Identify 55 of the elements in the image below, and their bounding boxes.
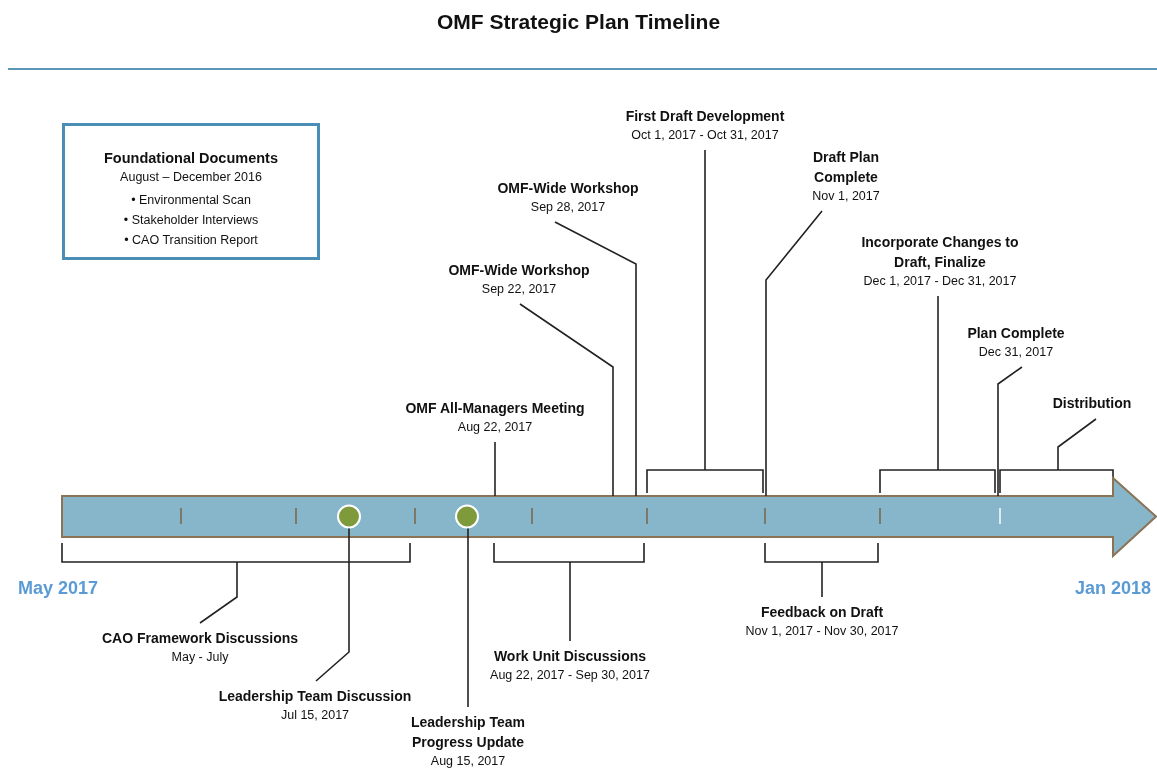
box-heading: Foundational Documents [103, 149, 279, 168]
event-title: Work Unit Discussions [492, 647, 648, 666]
bracket [999, 469, 1114, 494]
event-title: Draft Plan Complete [811, 148, 881, 187]
event-date: Dec 31, 2017 [977, 344, 1055, 361]
diagram-title: OMF Strategic Plan Timeline [435, 10, 722, 34]
event-title: Incorporate Changes to Draft, Finalize [860, 233, 1020, 272]
axis-date-label: Jan 2018 [1075, 578, 1152, 599]
event-title: Leadership Team Progress Update [409, 713, 527, 752]
bracket [493, 542, 645, 563]
leader-line [519, 303, 614, 497]
bracket [764, 542, 879, 563]
event-date: Sep 28, 2017 [529, 199, 607, 216]
event-title: OMF All-Managers Meeting [404, 399, 586, 418]
event-date: Sep 22, 2017 [480, 281, 558, 298]
event-date: Aug 15, 2017 [429, 753, 507, 770]
timeline-arrow [61, 475, 1157, 559]
event-date: Dec 1, 2017 - Dec 31, 2017 [862, 273, 1018, 290]
leader-line [199, 561, 238, 624]
event-title: Distribution [1051, 394, 1133, 413]
bracket [646, 469, 764, 494]
event-date: May - July [170, 649, 230, 666]
leader-line [494, 441, 496, 497]
event-title: Leadership Team Discussion [217, 687, 413, 706]
event-title: Feedback on Draft [759, 603, 885, 622]
bracket [879, 469, 996, 494]
event-title: CAO Framework Discussions [100, 629, 300, 648]
axis-date-label: May 2017 [18, 578, 99, 599]
date-range: August – December 2016 [119, 169, 263, 186]
event-date: Oct 1, 2017 - Oct 31, 2017 [630, 127, 780, 144]
leader-line [315, 527, 350, 682]
event-title: First Draft Development [624, 107, 786, 126]
leader-line [467, 527, 469, 708]
leader-line [1057, 418, 1097, 471]
info-box [62, 123, 320, 260]
bracket [61, 542, 411, 563]
event-date: Aug 22, 2017 - Sep 30, 2017 [489, 667, 651, 684]
leader-line [821, 561, 823, 598]
leader-line [704, 149, 706, 471]
event-date: Aug 22, 2017 [456, 419, 534, 436]
list-item: • Stakeholder Interviews [122, 212, 260, 229]
leader-line [997, 366, 1023, 497]
milestone-dot [337, 504, 361, 529]
event-date: Nov 1, 2017 [811, 188, 881, 205]
event-title: OMF-Wide Workshop [496, 179, 640, 198]
leader-line [569, 561, 571, 642]
event-date: Nov 1, 2017 - Nov 30, 2017 [744, 623, 900, 640]
event-title: OMF-Wide Workshop [447, 261, 591, 280]
milestone-dot [455, 504, 479, 529]
list-item: • Environmental Scan [130, 192, 252, 209]
list-item: • CAO Transition Report [123, 232, 259, 249]
event-title: Plan Complete [966, 324, 1066, 343]
leader-line [937, 295, 939, 471]
leader-line [554, 221, 637, 497]
leader-line [765, 210, 823, 497]
